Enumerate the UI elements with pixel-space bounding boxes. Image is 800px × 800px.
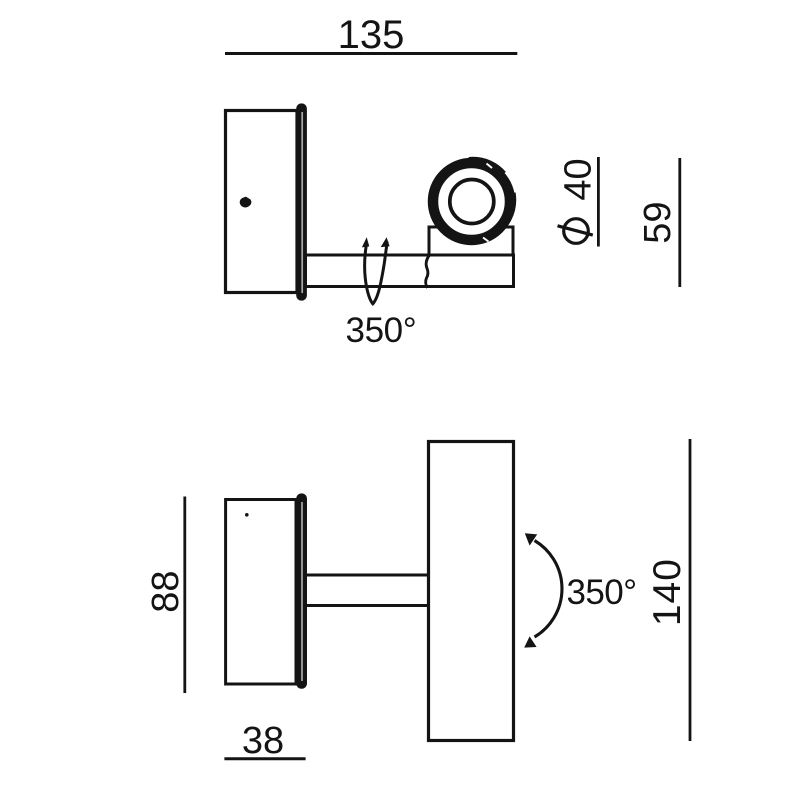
svg-text:59: 59 <box>637 201 679 243</box>
svg-text:88: 88 <box>145 570 187 612</box>
svg-text:38: 38 <box>242 720 284 762</box>
svg-text:135: 135 <box>338 13 405 57</box>
svg-text:350°: 350° <box>346 311 417 350</box>
svg-text:350°: 350° <box>567 573 637 612</box>
svg-text:140: 140 <box>646 558 689 626</box>
svg-text:40: 40 <box>558 158 600 200</box>
